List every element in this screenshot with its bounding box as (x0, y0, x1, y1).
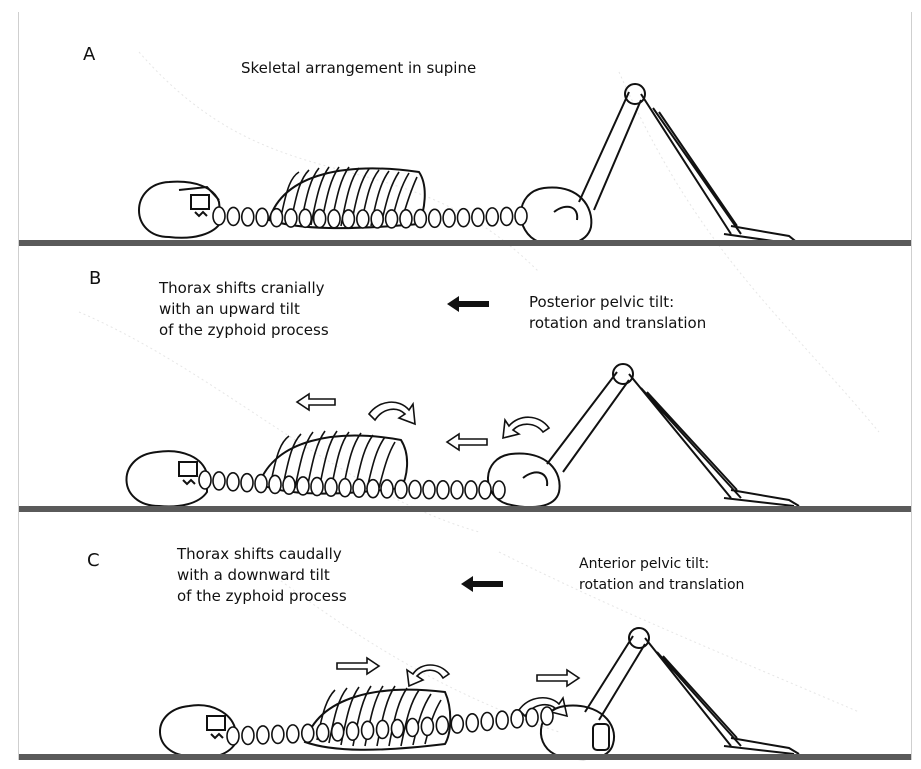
vertebra (457, 209, 469, 227)
vertebra (386, 210, 398, 228)
vertebra (342, 210, 354, 228)
vertebra (242, 208, 254, 226)
vertebra (328, 210, 340, 228)
vertebra (406, 718, 418, 736)
vertebra (314, 210, 326, 228)
vertebra (423, 481, 435, 499)
vertebra (391, 720, 403, 738)
vertebra (436, 716, 448, 734)
vertebra (241, 474, 253, 492)
tibia (645, 638, 741, 746)
vertebra (367, 480, 379, 498)
vertebra (285, 209, 297, 227)
vertebra (213, 472, 225, 490)
vertebra (287, 725, 299, 743)
vertebra (317, 724, 329, 742)
floor-c (19, 754, 911, 760)
femur (585, 636, 645, 720)
vertebra (213, 207, 225, 225)
vertebra (255, 475, 267, 493)
curved-arrow-rotate-icon (407, 665, 449, 686)
vertebra (272, 725, 284, 743)
vertebra (493, 481, 505, 499)
vertebra (465, 481, 477, 499)
curved-arrow-rotate-icon (503, 417, 549, 438)
vertebra (409, 480, 421, 498)
vertebra (481, 712, 493, 730)
vertebra (283, 476, 295, 494)
vertebra (400, 210, 412, 228)
vertebra (486, 208, 498, 226)
open-arrow-right-icon (337, 658, 379, 674)
vertebrae-b (199, 471, 505, 499)
vertebra (437, 481, 449, 499)
open-arrow-right-icon (537, 670, 579, 686)
skeleton-posterior-tilt (19, 252, 911, 510)
vertebra (353, 479, 365, 497)
vertebra (325, 478, 337, 496)
panel-c: C Thorax shifts caudally with a downward… (19, 510, 911, 760)
panel-a: A Skeletal arrangement in supine (19, 12, 911, 252)
vertebra (501, 207, 513, 225)
vertebra (269, 475, 281, 493)
vertebra (199, 471, 211, 489)
vertebra (271, 209, 283, 227)
vertebra (515, 207, 527, 225)
skull (160, 705, 235, 757)
tibia (641, 94, 741, 234)
skeleton-supine (19, 12, 911, 252)
femur (547, 372, 629, 472)
vertebra (496, 711, 508, 729)
vertebra (472, 208, 484, 226)
vertebra (362, 721, 374, 739)
vertebra (227, 727, 239, 745)
vertebra (299, 209, 311, 227)
skull (126, 451, 207, 506)
skeleton-anterior-tilt (19, 510, 911, 760)
vertebra (256, 208, 268, 226)
vertebra (526, 708, 538, 726)
vertebra (332, 723, 344, 741)
curved-arrow-rotate-icon (369, 402, 415, 424)
vertebra (242, 726, 254, 744)
open-arrow-left-icon (447, 434, 487, 450)
vertebra (311, 478, 323, 496)
vertebra (421, 717, 433, 735)
vertebra (371, 210, 383, 228)
solid-arrow-left-icon (461, 576, 503, 592)
open-arrow-left-icon (297, 394, 335, 410)
vertebra (429, 209, 441, 227)
vertebra (377, 720, 389, 738)
vertebra (395, 480, 407, 498)
vertebra (451, 715, 463, 733)
vertebra (257, 726, 269, 744)
vertebra (339, 479, 351, 497)
vertebra (511, 710, 523, 728)
vertebra (347, 722, 359, 740)
vertebra (479, 481, 491, 499)
vertebra (541, 707, 553, 725)
vertebra (466, 714, 478, 732)
vertebra (381, 480, 393, 498)
vertebra (451, 481, 463, 499)
vertebra (414, 210, 426, 228)
vertebra (297, 477, 309, 495)
vertebra (302, 724, 314, 742)
vertebrae-a (213, 207, 527, 228)
vertebra (227, 473, 239, 491)
femur (579, 92, 641, 210)
panel-b: B Thorax shifts cranially with an upward… (19, 252, 911, 510)
vertebra (357, 210, 369, 228)
vertebra (443, 209, 455, 227)
vertebra (227, 207, 239, 225)
figure-frame: A Skeletal arrangement in supine (18, 12, 912, 760)
solid-arrow-left-icon (447, 296, 489, 312)
floor-a (19, 240, 911, 246)
tibia (629, 374, 741, 498)
